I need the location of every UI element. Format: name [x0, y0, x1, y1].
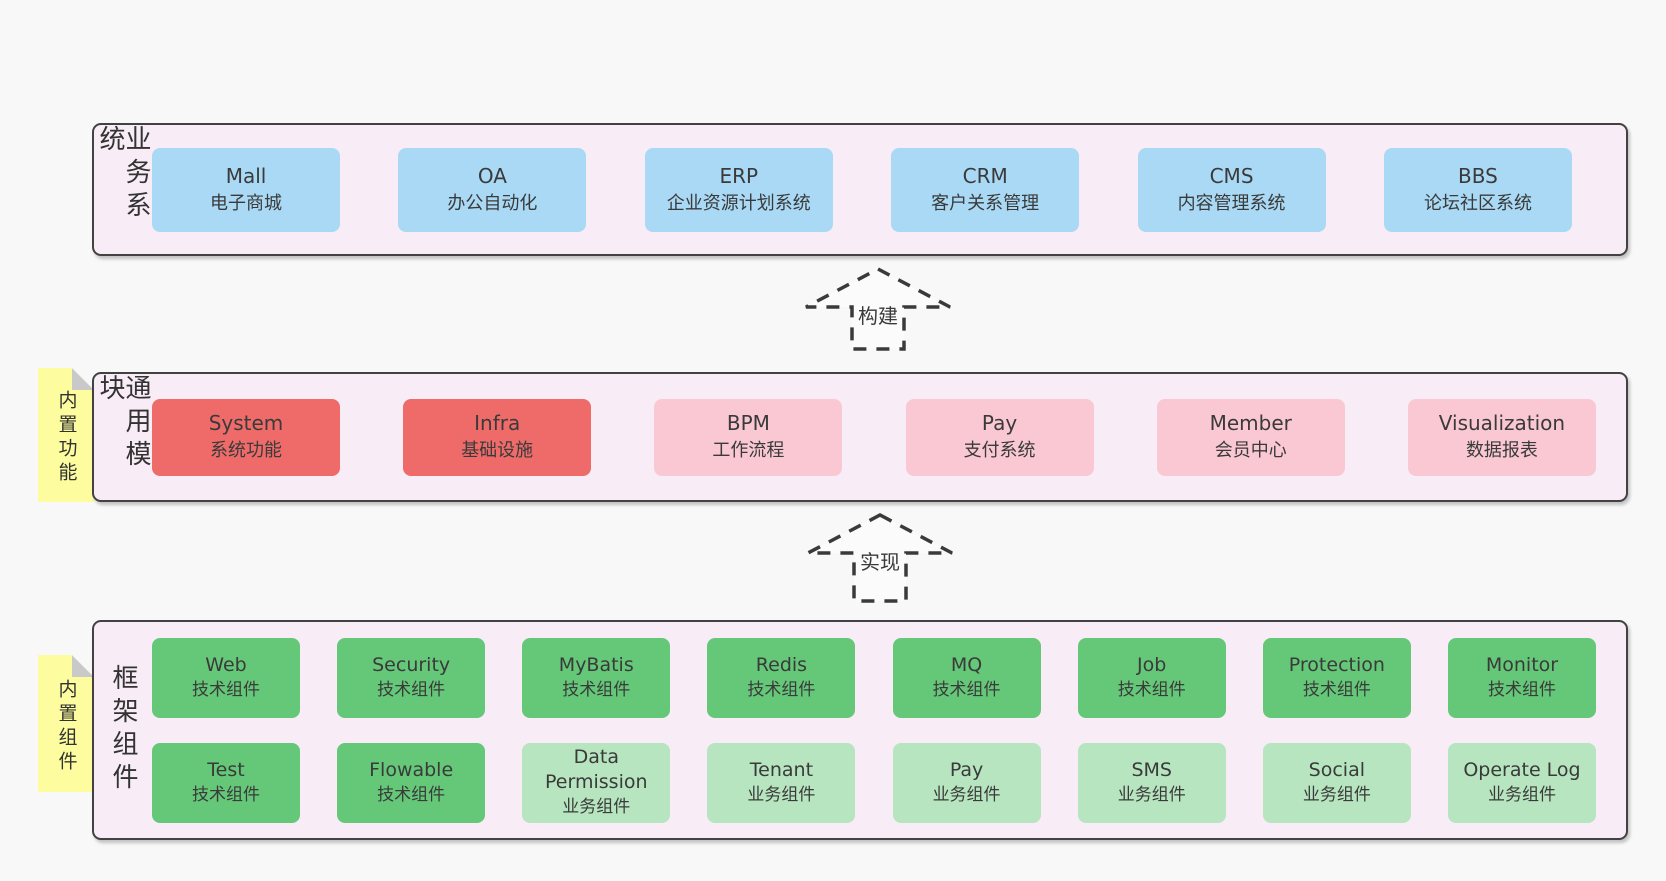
box-system: System 系统功能: [152, 398, 340, 476]
section-framework-components: 框架组件 Web 技术组件 Security 技术组件 MyBatis 技术组件…: [92, 620, 1628, 840]
common-modules-label-zone: 通用模块: [94, 374, 152, 500]
framework-components-label-zone: 框架组件: [94, 622, 152, 838]
box-oa: OA 办公自动化: [398, 147, 587, 232]
framework-row-1: Web 技术组件 Security 技术组件 MyBatis 技术组件 Redi…: [152, 637, 1596, 718]
common-modules-row: System 系统功能 Infra 基础设施 BPM 工作流程 Pay 支付系统…: [152, 374, 1626, 500]
arrow-build-label: 构建: [858, 304, 898, 328]
framework-components-label: 框架组件: [108, 664, 138, 796]
box-security: Security 技术组件: [337, 637, 486, 718]
sticky-built-in-features: 内置功能: [38, 368, 94, 502]
box-protection: Protection 技术组件: [1262, 637, 1411, 718]
box-member: Member 会员中心: [1156, 398, 1345, 476]
box-bbs: BBS 论坛社区系统: [1383, 147, 1572, 232]
sticky-built-in-components: 内置组件: [38, 655, 94, 792]
arrow-implement-label: 实现: [860, 550, 900, 574]
box-visualization: Visualization 数据报表: [1407, 398, 1596, 476]
box-cms: CMS 内容管理系统: [1137, 147, 1326, 232]
box-erp: ERP 企业资源计划系统: [644, 147, 833, 232]
box-redis: Redis 技术组件: [707, 637, 856, 718]
dashed-up-arrow-shape: [805, 267, 951, 351]
business-systems-label: 业务系统: [95, 125, 151, 224]
section-business-systems: 业务系统 Mall 电子商城 OA 办公自动化 ERP 企业资源计划系统 CRM…: [92, 123, 1628, 256]
box-pay-component: Pay 业务组件: [892, 742, 1041, 823]
box-monitor: Monitor 技术组件: [1447, 637, 1596, 718]
box-mybatis: MyBatis 技术组件: [522, 637, 671, 718]
box-operate-log: Operate Log 业务组件: [1447, 742, 1596, 823]
framework-components-grid: Web 技术组件 Security 技术组件 MyBatis 技术组件 Redi…: [152, 622, 1626, 838]
dashed-up-arrow-shape: [807, 513, 953, 603]
arrow-up-implement-icon: 实现: [807, 513, 953, 603]
box-crm: CRM 客户关系管理: [891, 147, 1080, 232]
box-data-permission: Data Permission 业务组件: [522, 742, 671, 823]
box-tenant: Tenant 业务组件: [707, 742, 856, 823]
section-common-modules: 通用模块 System 系统功能 Infra 基础设施 BPM 工作流程 Pay…: [92, 372, 1628, 502]
box-web: Web 技术组件: [152, 637, 300, 718]
box-test: Test 技术组件: [152, 742, 300, 823]
box-flowable: Flowable 技术组件: [337, 742, 486, 823]
box-mq: MQ 技术组件: [892, 637, 1041, 718]
box-bpm: BPM 工作流程: [654, 398, 843, 476]
sticky-built-in-components-label: 内置组件: [55, 678, 78, 775]
box-job: Job 技术组件: [1077, 637, 1226, 718]
sticky-built-in-features-label: 内置功能: [55, 390, 78, 486]
business-systems-row: Mall 电子商城 OA 办公自动化 ERP 企业资源计划系统 CRM 客户关系…: [152, 125, 1626, 254]
framework-row-2: Test 技术组件 Flowable 技术组件 Data Permission …: [152, 742, 1596, 823]
arrow-up-build-icon: 构建: [805, 267, 951, 351]
box-mall: Mall 电子商城: [152, 147, 340, 232]
box-infra: Infra 基础设施: [403, 398, 592, 476]
common-modules-label: 通用模块: [95, 374, 151, 473]
box-pay: Pay 支付系统: [905, 398, 1094, 476]
business-systems-label-zone: 业务系统: [94, 125, 152, 254]
box-sms: SMS 业务组件: [1077, 742, 1226, 823]
box-social: Social 业务组件: [1262, 742, 1411, 823]
